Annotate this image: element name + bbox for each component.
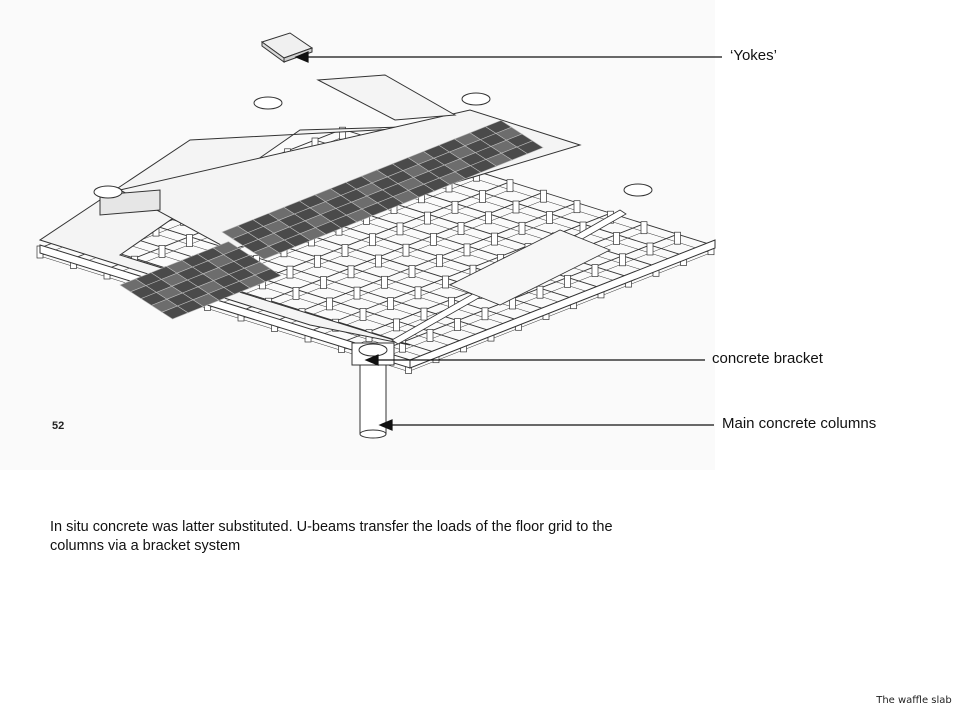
grid-node-block [674,231,681,245]
grid-node-block [451,200,459,214]
grid-node-block [619,253,626,267]
grid-node-block [402,243,410,257]
dark-floor-panel [254,268,282,283]
grid-node-block [591,264,599,277]
grid-node-block [454,318,461,331]
grid-rib-underside [39,255,409,372]
edge-beams [39,239,716,369]
grid-node-block [426,329,434,342]
grid-node-block [564,275,571,288]
grid-node-block [613,232,620,245]
grid-rib [240,191,544,312]
leader-lines [294,51,722,431]
grid-node-block [381,275,388,289]
grid-rib [67,236,437,354]
grid-node-block [485,211,492,225]
dark-floor-panels [119,120,544,320]
bracket-arrowhead [364,354,379,366]
grid-rib-underside [274,210,578,330]
grid-node-block [640,221,648,235]
grid-node-block [457,222,465,235]
yokes-arrowhead [294,51,309,63]
grid-node-block [518,221,526,235]
grid-rib-underside [94,234,464,351]
grid-node-block [463,243,471,257]
grid-rib [374,233,678,354]
slide-footer: The waffle slab [876,695,952,706]
grid-node-block [430,233,437,246]
grid-node-block [506,179,514,193]
grid-node-block [481,307,489,321]
grid-node-block [536,285,544,299]
grid-node-block [341,244,349,257]
grid-rib [274,202,578,322]
figure-number: 52 [52,420,65,432]
dark-floor-panel [516,140,544,155]
grid-node-block [573,200,581,214]
grid-node-block [424,211,431,225]
yokes-label: ‘Yokes’ [730,47,777,64]
grid-rib [94,225,464,343]
grid-rib-underside [240,199,544,320]
grid-node-block [387,297,394,310]
grid-rib-underside [207,189,511,309]
grid-node-block [512,200,520,214]
grid-node-block [369,233,376,247]
grid-node-block [326,297,333,311]
grid-node-block [320,276,327,289]
concrete-bracket-label: concrete bracket [712,350,823,367]
grid-rib [122,215,492,332]
grid-node-block [393,318,400,332]
grid-node-block [436,254,443,268]
yoke-element [260,32,314,63]
caption-text: In situ concrete was latter substituted.… [50,519,613,554]
grid-node-block [491,232,498,246]
grid-node-block [359,308,367,321]
grid-node-block [442,275,449,289]
grid-rib-underside [374,241,678,362]
grid-node-block [292,287,300,300]
main-concrete-columns-label: Main concrete columns [722,415,877,432]
column-heads [93,92,653,199]
bracket-beam [391,209,627,345]
grid-node-block [396,222,404,236]
columns-arrowhead [378,419,393,431]
grid-node-block [479,190,486,203]
grid-node-block [420,307,428,321]
grid-rib-underside [408,252,712,372]
grid-node-block [414,286,422,300]
main-concrete-column [351,342,395,439]
grid-node-block [286,265,294,279]
grid-node-block [546,211,553,224]
grid-node-block [540,189,547,203]
grid-node-block [347,265,355,279]
grid-node-block [186,234,193,247]
grid-node-block [408,265,416,278]
grid-node-block [353,286,361,300]
grid-node-block [646,242,654,256]
grid-node-block [375,254,382,268]
grid-node-block [158,245,166,258]
grid-node-block [314,254,321,268]
